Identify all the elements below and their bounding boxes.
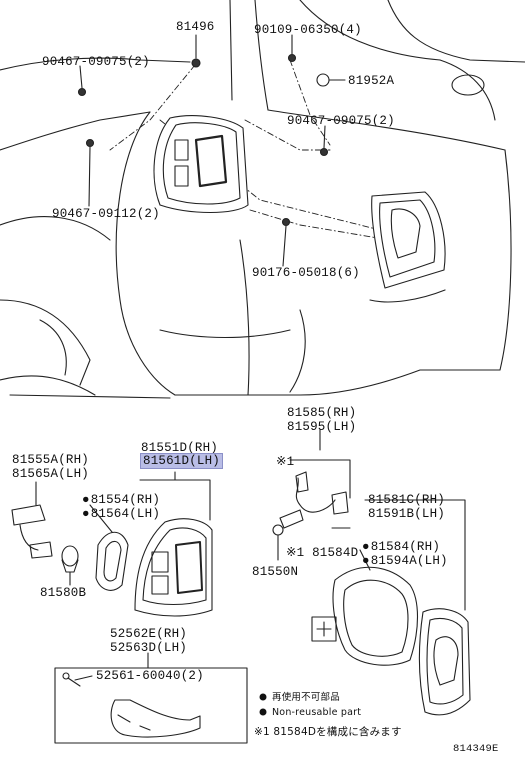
footnote-marker: ※1 — [276, 455, 295, 469]
part-label-90176-05018: 90176-05018(6) — [252, 266, 360, 280]
figure-id: 814349E — [453, 743, 499, 755]
part-label-52561-60040: 52561-60040(2) — [96, 669, 204, 683]
footnote-marker-2: ※1 81584D — [286, 546, 358, 560]
part-label-81584-rh: 81584(RH) — [362, 540, 440, 554]
legend-nonreusable-en: Non-reusable part — [272, 707, 362, 718]
legend-nonreusable-jp: 再使用不可部品 — [272, 692, 340, 703]
part-label-52563d-lh: 52563D(LH) — [110, 641, 188, 655]
part-label-90467-09075-right: 90467-09075(2) — [287, 114, 395, 128]
part-label-90109-06350: 90109-06350(4) — [254, 23, 362, 37]
part-label-81595-lh: 81595(LH) — [287, 420, 357, 434]
part-label-81594a-lh: 81594A(LH) — [362, 554, 448, 568]
part-label-81580b: 81580B — [40, 586, 87, 600]
part-label-81952a: 81952A — [348, 74, 395, 88]
part-label-81591b-lh: 81591B(LH) — [368, 507, 446, 521]
part-label-81550n: 81550N — [252, 565, 299, 579]
part-label-90467-09075-left: 90467-09075(2) — [42, 55, 150, 69]
part-label-81551d-rh: 81551D(RH) — [141, 441, 219, 455]
part-label-81581c-rh: 81581C(RH) — [368, 493, 446, 507]
part-label-81584d: 81584D — [312, 546, 359, 560]
part-label-90467-09112: 90467-09112(2) — [52, 207, 160, 221]
part-label-81554-rh: 81554(RH) — [82, 493, 160, 507]
legend-footnote: ※1 81584Dを構成に含みます — [254, 726, 402, 738]
part-label-81565a-lh: 81565A(LH) — [12, 467, 90, 481]
part-label-81585-rh: 81585(RH) — [287, 406, 357, 420]
part-label-81564-lh: 81564(LH) — [82, 507, 160, 521]
footnote-marker-text: ※1 — [286, 546, 305, 560]
part-label-81555a-rh: 81555A(RH) — [12, 453, 90, 467]
part-label-52562e-rh: 52562E(RH) — [110, 627, 188, 641]
part-label-81496: 81496 — [176, 20, 215, 34]
part-label-81561d-lh-highlighted: 81561D(LH) — [140, 453, 224, 469]
